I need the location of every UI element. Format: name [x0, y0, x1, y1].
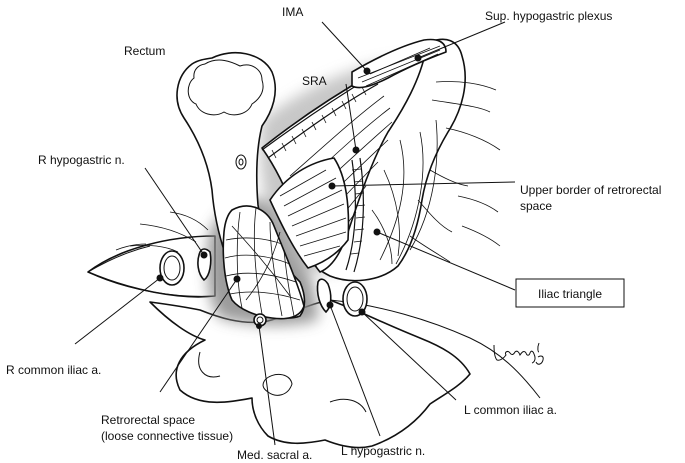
retrorectal-space [222, 205, 305, 320]
label-upper-border-line2: space [520, 199, 552, 213]
leader-lines [74, 21, 516, 446]
pelvic-wall-arc [87, 271, 541, 399]
label-r-hypogastric-n: R hypogastric n. [38, 153, 125, 167]
label-ima: IMA [282, 5, 303, 19]
mesorectum-sra [261, 49, 427, 273]
l-common-iliac-artery [342, 281, 368, 317]
iliac-triangle-box: Iliac triangle [515, 278, 625, 308]
label-retrorectal-space-line1: Retrorectal space [101, 413, 195, 427]
label-upper-border-line1: Upper border of retrorectal [520, 183, 661, 197]
label-sra: SRA [302, 74, 327, 88]
label-rectum: Rectum [124, 44, 165, 58]
label-iliac-triangle: Iliac triangle [538, 287, 602, 301]
artist-signature [493, 342, 544, 365]
label-med-sacral-a: Med. sacral a. [237, 448, 312, 462]
labels: IMA Sup. hypogastric plexus Rectum SRA R… [6, 5, 661, 462]
median-sacral-artery [253, 313, 267, 329]
label-sup-hypogastric-plexus: Sup. hypogastric plexus [485, 9, 612, 23]
fascial-strands [115, 81, 501, 253]
label-retrorectal-space-line2: (loose connective tissue) [101, 429, 233, 443]
label-l-common-iliac-a: L common iliac a. [464, 403, 557, 417]
label-r-common-iliac-a: R common iliac a. [6, 363, 101, 377]
label-l-hypogastric-n: L hypogastric n. [341, 444, 425, 458]
